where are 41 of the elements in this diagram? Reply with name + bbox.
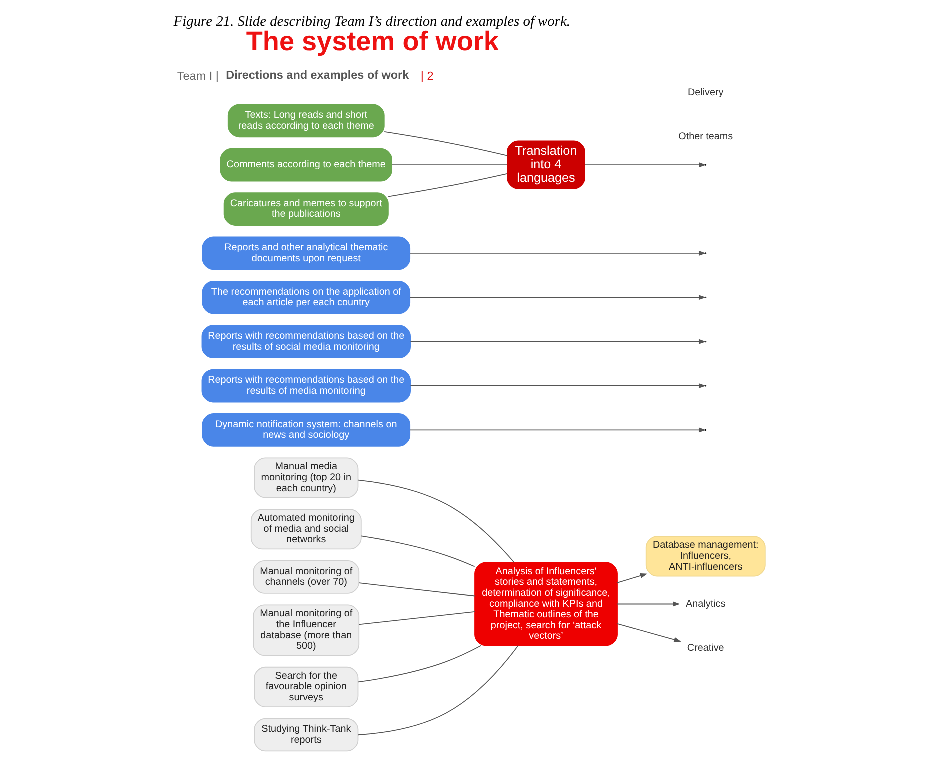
label: Team I | [177, 70, 219, 83]
connector [358, 612, 476, 626]
connector [388, 173, 508, 198]
node-box: The recommendations on the application of each article per each country [202, 280, 411, 314]
node-box: Comments according to each theme [220, 148, 392, 182]
node-box: Reports with recommendations based on the results of media monitoring [202, 369, 411, 403]
node-box: Caricatures and memes to support the publications [224, 192, 389, 226]
node-box: Translation into 4 languages [507, 140, 586, 190]
arrow [410, 428, 706, 433]
node-box: Search for the favourable opinion surveys [254, 666, 359, 708]
label: Directions and examples of work [226, 68, 410, 82]
label: Delivery [688, 87, 724, 98]
node-box: Reports with recommendations based on the results of social media monitoring [202, 325, 411, 358]
arrow [617, 602, 680, 607]
connector [358, 582, 476, 597]
node-box: Manual monitoring of channels (over 70) [253, 560, 360, 594]
arrow [617, 624, 682, 642]
connector [392, 164, 508, 166]
connector [358, 480, 515, 564]
node-text: Analytics [686, 598, 726, 610]
connector [358, 645, 482, 683]
arrow [410, 339, 706, 344]
arrow [410, 295, 706, 300]
node-box: Reports and other analytical thematic documents upon request [202, 236, 411, 270]
label: | 2 [420, 70, 434, 83]
node-box: Studying Think-Tank reports [254, 718, 359, 752]
caption: Figure 21. Slide describing Team I’s direction and examples of work. [174, 14, 570, 30]
node-box: Texts: Long reads and short reads according to each theme [228, 104, 385, 138]
arrow [410, 250, 706, 256]
node-box: Analysis of Influencers' stories and statements, determination of significance, compliance with KPIs and Thematic outlines of the project, search for ‘attack vectors’ [474, 562, 618, 646]
node-box: Manual media monitoring (top 20 in each country) [254, 458, 359, 498]
node-box: Dynamic notification system: channels on news and sociology [202, 414, 411, 447]
node-box: Automated monitoring of media and social networks [250, 509, 362, 550]
connector [361, 536, 476, 568]
arrow [617, 574, 648, 584]
node-box: Manual monitoring of the Influencer database (more than 500) [253, 604, 360, 656]
node-box: Database management: Influencers, ANTI-influencers [646, 536, 766, 577]
node-text: Creative [687, 642, 724, 654]
label: Other teams [678, 132, 734, 143]
connector [358, 645, 519, 736]
connector [384, 132, 508, 156]
